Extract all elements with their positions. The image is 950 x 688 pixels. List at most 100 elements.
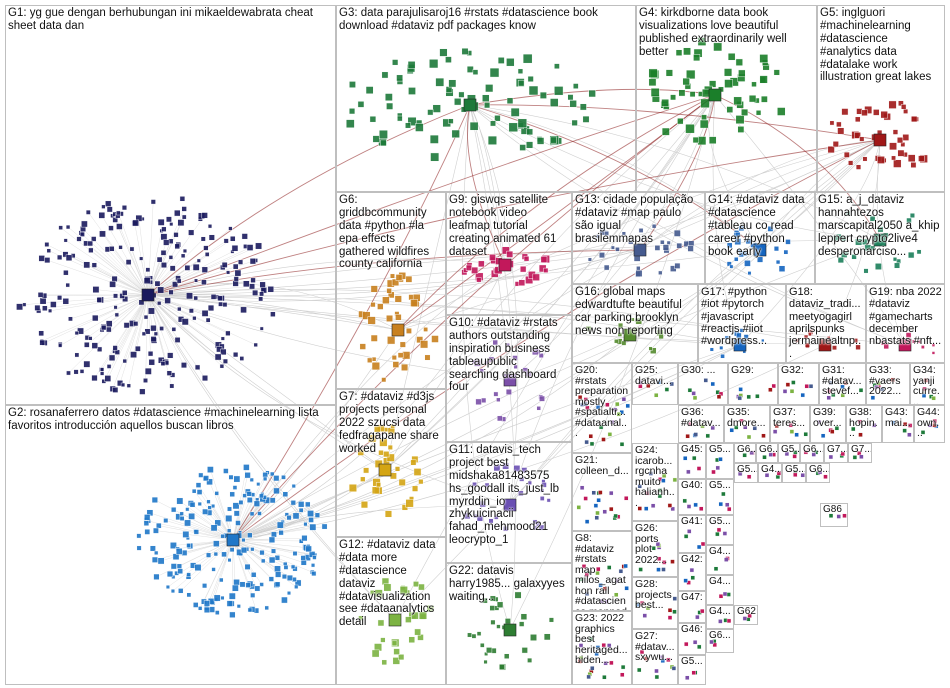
group-tiny-g6-d: G6... — [806, 463, 830, 483]
group-tiny-label: G6... — [737, 445, 753, 455]
group-g18-label: G18: dataviz_tradi... meetyogagirl april… — [789, 286, 863, 360]
group-tiny-g7-b: G7... — [848, 443, 872, 463]
group-g35: G35: dmore... — [724, 405, 770, 443]
group-g27: G27: #datav... sxywu... — [632, 629, 678, 685]
group-g27-label: G27: #datav... sxywu... — [635, 631, 675, 663]
group-tiny-label: G5... su... — [709, 445, 731, 455]
group-tiny-g4-b: G4... — [758, 463, 782, 483]
group-g24-label: G24: icarob... rgcnha muito halianh... — [635, 445, 675, 508]
group-g1-label: G1: yg gue dengan berhubungan ini mikael… — [8, 7, 333, 33]
group-g26-label: G26: ports plot 2022... — [635, 523, 675, 565]
group-g46-label: G46: hsr... — [681, 625, 703, 635]
group-tiny-label: G7... — [827, 445, 845, 455]
group-tiny-g5-a: G5... su... — [706, 443, 734, 479]
group-tiny-label: G6... — [759, 445, 775, 455]
group-g13-label: G13: cidade população #dataviz #map paul… — [575, 194, 702, 246]
group-tiny-label: G6... — [709, 631, 731, 641]
group-tiny-label: G5... — [737, 465, 755, 475]
group-g4-label: G4: kirkdborne data book visualizations … — [639, 7, 814, 59]
group-g30: G30: ... — [678, 363, 728, 405]
group-g13: G13: cidade população #dataviz #map paul… — [572, 192, 705, 284]
group-g10-label: G10: #dataviz #rstats authors outstandin… — [449, 317, 569, 394]
group-tiny-label: G6... — [809, 465, 827, 475]
group-g29: G29: — [728, 363, 778, 405]
group-g20: G20: #rstats preparation mostly #spatial… — [572, 363, 632, 453]
group-g40-label: G40: hot... — [681, 481, 703, 491]
group-tiny-label: G5... ins... — [709, 517, 731, 527]
group-g2: G2: rosanaferrero datos #datascience #ma… — [5, 405, 336, 685]
group-g44-label: G44: own... — [917, 407, 942, 439]
group-g43-label: G43: mai... — [885, 407, 911, 428]
group-tiny-g6-a: G6... — [734, 443, 756, 463]
group-tiny-g6-c: G6... — [800, 443, 824, 463]
group-g31-label: G31: #datav... stevef... — [822, 365, 863, 397]
group-g24: G24: icarob... rgcnha muito halianh... — [632, 443, 678, 521]
group-g44: G44: own... — [914, 405, 945, 443]
group-g20-label: G20: #rstats preparation mostly #spatial… — [575, 365, 629, 439]
group-g1: G1: yg gue dengan berhubungan ini mikael… — [5, 5, 336, 405]
group-tiny-label: G86 — [823, 505, 845, 515]
group-g8: G12: #dataviz data #data more #datascien… — [336, 537, 446, 685]
group-g6: G6: griddbcommunity data #python #la epa… — [336, 192, 446, 389]
group-g23-label: G23: 2022 graphics best heritaged... bid… — [575, 613, 629, 666]
group-g17: G17: #python #iot #pytorch #javascript #… — [698, 284, 786, 363]
group-tiny-label: G62 — [737, 607, 755, 617]
group-g12: G22: datavis harry1985... galaxyyes wait… — [446, 563, 572, 685]
group-g21-label: G21: colleen_d... — [575, 455, 629, 476]
group-tiny-label: G4... sta... — [709, 577, 731, 587]
group-g11: G11: datavis_tech project best midshaka8… — [446, 442, 572, 563]
group-g3-label: G3: data parajulisaroj16 #rstats #datasc… — [339, 7, 633, 33]
group-g10: G10: #dataviz #rstats authors outstandin… — [446, 315, 572, 442]
group-g33-label: G33: #vaers 2022... — [869, 365, 907, 397]
group-g28-label: G28: projects best... — [635, 579, 675, 611]
group-g12-label: G22: datavis harry1985... galaxyyes wait… — [449, 565, 569, 604]
group-g30-label: G30: ... — [681, 365, 725, 376]
group-g21: G21: colleen_d... — [572, 453, 632, 531]
group-g47-label: G47: #da... — [681, 593, 703, 603]
group-tiny-g7-a: G7... — [824, 443, 848, 463]
group-g26: G26: ports plot 2022... — [632, 521, 678, 577]
group-tiny-g6-b: G6... — [756, 443, 778, 463]
group-tiny-label: G4... sh... — [709, 547, 731, 557]
group-g5: G5: inglguori #machinelearning #datascie… — [817, 5, 945, 192]
group-tiny-g5-d: G5... ins... — [706, 515, 734, 545]
group-g42: G42: dat... — [678, 553, 706, 591]
group-g38: G38: hopin... — [846, 405, 882, 443]
group-g14: G14: #dataviz data #datascience #tableau… — [705, 192, 815, 284]
group-g31: G31: #datav... stevef... — [819, 363, 866, 405]
group-g42-label: G42: dat... — [681, 555, 703, 565]
group-tiny-g5-g: G5... — [678, 655, 706, 685]
group-tiny-g4-a: G4... sh... — [706, 545, 734, 575]
group-g7-label: G7: #dataviz #d3js projects personal 202… — [339, 391, 443, 455]
group-g34-label: G34: yanji curre... — [913, 365, 942, 405]
group-g41: G41: dat... — [678, 515, 706, 553]
group-g22: G8: #dataviz #rstats map milos_agathon r… — [572, 531, 632, 611]
group-g32: G32: — [778, 363, 819, 405]
group-g19-label: G19: nba 2022 #dataviz #gamecharts decem… — [869, 286, 942, 348]
group-tiny-g5-c: G5... si... — [706, 479, 734, 515]
group-tiny-label: G5... — [785, 465, 803, 475]
group-g17-label: G17: #python #iot #pytorch #javascript #… — [701, 286, 783, 348]
group-g33: G33: #vaers 2022... — [866, 363, 910, 405]
group-g45: G45: nü... — [678, 443, 706, 479]
group-g39: G39: over... — [810, 405, 846, 443]
group-g23: G23: 2022 graphics best heritaged... bid… — [572, 611, 632, 685]
group-tiny-label: G6... — [803, 445, 821, 455]
group-tiny-g86: G86 — [820, 503, 848, 527]
group-g6-label: G6: griddbcommunity data #python #la epa… — [339, 194, 443, 271]
group-tiny-g4-c: G4... sta... — [706, 575, 734, 605]
group-tiny-label: G4... — [709, 607, 731, 617]
group-tiny-label: G7... — [851, 445, 869, 455]
group-tiny-g5-f: G5... — [782, 463, 806, 483]
group-g19: G19: nba 2022 #dataviz #gamecharts decem… — [866, 284, 945, 363]
group-g34: G34: yanji curre... — [910, 363, 945, 405]
group-g5-label: G5: inglguori #machinelearning #datascie… — [820, 7, 942, 84]
group-g25: G25: datavi... — [632, 363, 678, 405]
group-tiny-g4-d: G4... — [706, 605, 734, 629]
group-g46: G46: hsr... — [678, 623, 706, 655]
group-g36: G36: #datav... — [678, 405, 724, 443]
group-g22-label: G8: #dataviz #rstats map milos_agathon r… — [575, 533, 629, 611]
group-tiny-g6-e: G6... — [706, 629, 734, 653]
group-tiny-label: G5... — [681, 657, 703, 667]
